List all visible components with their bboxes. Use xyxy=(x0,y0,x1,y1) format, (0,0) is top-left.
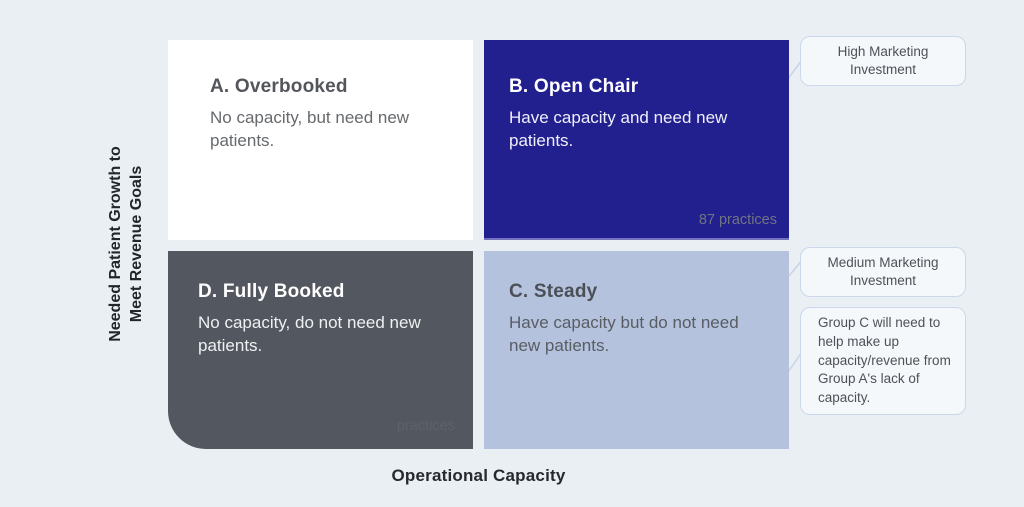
callout-high-text: High Marketing Investment xyxy=(837,43,929,77)
quadrant-c-title: C. Steady xyxy=(509,281,598,302)
quadrant-b-description: Have capacity and need new patients. xyxy=(509,108,728,150)
callout-high-marketing-investment: High Marketing Investment xyxy=(800,36,966,86)
callout-medium-text: Medium Marketing Investment xyxy=(827,254,939,288)
quadrant-c-steady: C. Steady Have capacity but do not need … xyxy=(484,251,789,449)
x-axis-label: Operational Capacity xyxy=(391,466,566,485)
quadrant-a-overbooked: A. Overbooked No capacity, but need new … xyxy=(168,40,473,240)
quadrant-b-open-chair: B. Open Chair Have capacity and need new… xyxy=(484,40,789,240)
quadrant-b-title: B. Open Chair xyxy=(509,76,639,97)
quadrant-a-title: A. Overbooked xyxy=(210,76,348,97)
quadrant-d-description: No capacity, do not need new patients. xyxy=(198,313,421,355)
quadrant-d-faint-label: practices xyxy=(396,418,455,434)
callout-group-c-text: Group C will need to help make up capaci… xyxy=(818,315,951,405)
y-axis-label-line1: Needed Patient Growth to xyxy=(107,146,125,342)
y-axis-label-line2: Meet Revenue Goals xyxy=(128,165,145,323)
quadrant-b-practices-count: 87 practices xyxy=(698,212,777,228)
callout-medium-marketing-investment: Medium Marketing Investment xyxy=(800,247,966,297)
quadrant-c-description: Have capacity but do not need new patien… xyxy=(509,313,739,355)
quadrant-d-title: D. Fully Booked xyxy=(198,281,345,302)
quadrant-d-fully-booked: D. Fully Booked No capacity, do not need… xyxy=(168,251,473,449)
callout-group-c-note: Group C will need to help make up capaci… xyxy=(800,307,966,415)
y-axis-label: Needed Patient Growth to Meet Revenue Go… xyxy=(106,146,148,342)
quadrant-a-description: No capacity, but need new patients. xyxy=(210,108,410,150)
